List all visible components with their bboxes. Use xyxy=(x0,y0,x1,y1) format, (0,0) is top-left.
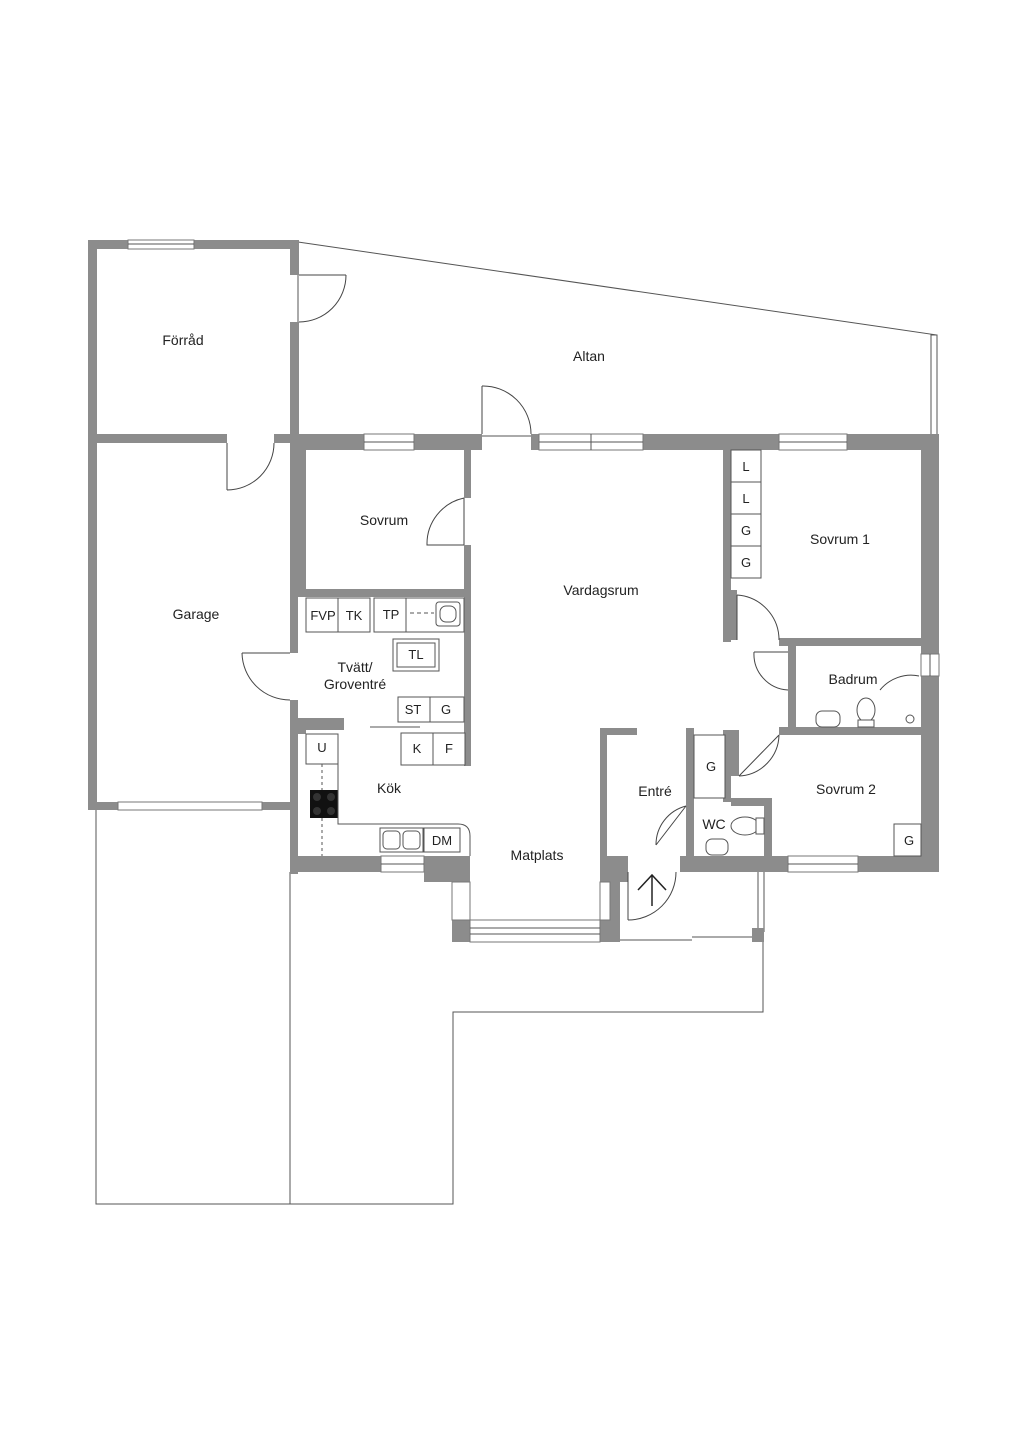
fixture-label-tl: TL xyxy=(408,647,423,662)
room-label-entre: Entré xyxy=(638,783,672,799)
room-label-sovrum-2: Sovrum 2 xyxy=(816,781,876,797)
wardrobe-label: L xyxy=(742,459,749,474)
room-label-sovrum-1: Sovrum 1 xyxy=(810,531,870,547)
fixture-labels: FVP TK TP TL ST G K F U DM G G L L G G xyxy=(310,459,914,848)
room-label-garage: Garage xyxy=(173,606,220,622)
room-label-tvatt: Tvätt/ xyxy=(337,659,372,675)
room-labels: Förråd Altan Garage Sovrum Vardagsrum So… xyxy=(162,332,877,863)
fixture-label-dm: DM xyxy=(432,833,452,848)
doors xyxy=(226,274,920,921)
fixture-label-g-laundry: G xyxy=(441,702,451,717)
wardrobe-label: G xyxy=(741,555,751,570)
fixture-label-k: K xyxy=(413,741,422,756)
room-label-groventre: Groventré xyxy=(324,676,386,692)
outdoor-outlines xyxy=(95,241,938,1205)
room-label-matplats: Matplats xyxy=(511,847,564,863)
room-label-forrad: Förråd xyxy=(162,332,203,348)
fixture-label-tk: TK xyxy=(346,608,363,623)
fixture-label-u: U xyxy=(317,740,326,755)
fixture-label-tp: TP xyxy=(383,607,400,622)
fixture-label-g-sovrum-2: G xyxy=(904,833,914,848)
fixture-label-f: F xyxy=(445,741,453,756)
fixtures xyxy=(305,449,922,906)
fixture-label-st: ST xyxy=(405,702,422,717)
fixture-label-fvp: FVP xyxy=(310,608,335,623)
room-label-altan: Altan xyxy=(573,348,605,364)
room-label-vardagsrum: Vardagsrum xyxy=(563,582,638,598)
walls xyxy=(88,240,939,942)
room-label-kok: Kök xyxy=(377,780,402,796)
room-label-badrum: Badrum xyxy=(828,671,877,687)
wardrobe-label: G xyxy=(741,523,751,538)
room-label-sovrum: Sovrum xyxy=(360,512,408,528)
room-label-wc: WC xyxy=(702,816,725,832)
fixture-label-g-entre: G xyxy=(706,759,716,774)
windows xyxy=(117,239,940,943)
wardrobe-label: L xyxy=(742,491,749,506)
